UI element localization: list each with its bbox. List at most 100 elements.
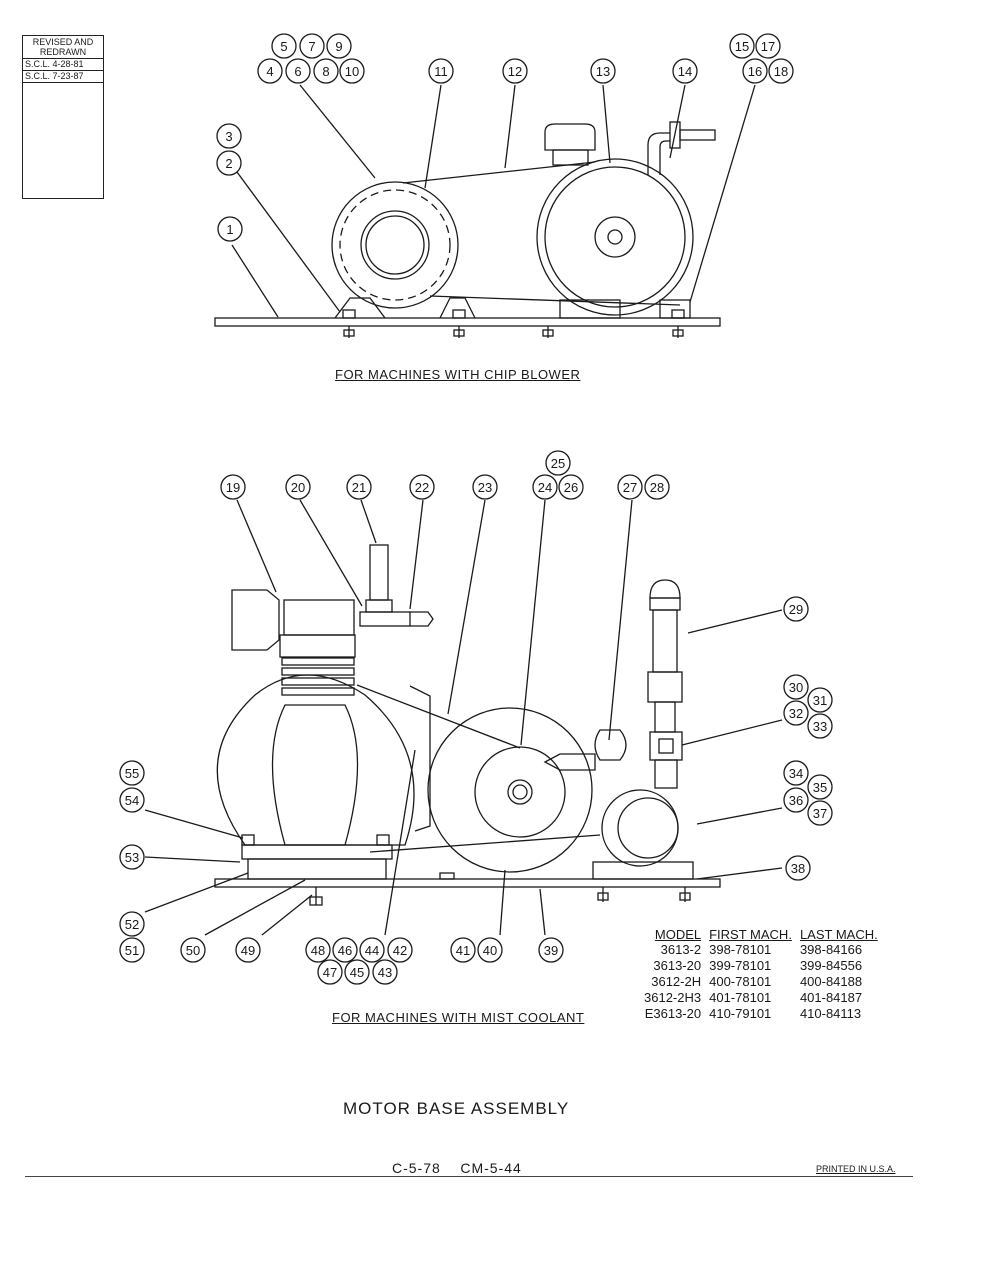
callout-circle <box>472 474 498 500</box>
callout-circle <box>450 937 476 963</box>
motor-foot-left <box>334 297 386 319</box>
callout-circle <box>742 58 768 84</box>
callout-circle <box>617 474 643 500</box>
callout-circle <box>257 58 283 84</box>
callout-balloon: 19 <box>220 474 246 500</box>
callout-number: 50 <box>186 943 200 958</box>
sight-valve <box>649 731 683 761</box>
fin <box>281 667 355 676</box>
callout-number: 20 <box>291 480 305 495</box>
model-cell: 3613-2 <box>660 942 702 957</box>
callout-circle <box>235 937 261 963</box>
callout-balloon: 25 <box>545 450 571 476</box>
belt-upper <box>356 684 521 749</box>
callout-balloon: 18 <box>768 58 794 84</box>
callout-balloon: 11 <box>428 58 454 84</box>
callout-circle <box>387 937 413 963</box>
callout-circle <box>644 474 670 500</box>
blower-cap <box>544 123 596 151</box>
callout-circle <box>346 474 372 500</box>
callout-balloon: 55 <box>119 760 145 786</box>
drawing-code: C-5-78 CM-5-44 <box>392 1160 522 1176</box>
callout-number: 8 <box>322 64 329 79</box>
bolt <box>439 872 455 880</box>
pump-shaft <box>512 784 528 800</box>
callout-number: 34 <box>789 766 803 781</box>
callout-number: 35 <box>813 780 827 795</box>
blower-neck <box>552 149 589 166</box>
callout-number: 55 <box>125 766 139 781</box>
compressor-head <box>279 634 356 658</box>
tube-neck <box>654 701 676 733</box>
callout-circle <box>119 937 145 963</box>
callout-circle <box>768 58 794 84</box>
tube-collar <box>649 597 681 611</box>
callout-circle <box>285 58 311 84</box>
first-mach-cell: 400-78101 <box>709 974 772 989</box>
callout-circle <box>807 800 833 826</box>
callout-balloon: 34 <box>783 760 809 786</box>
tube-cap <box>649 579 681 599</box>
callout-number: 31 <box>813 693 827 708</box>
callout-balloon: 42 <box>387 937 413 963</box>
callout-number: 39 <box>544 943 558 958</box>
callout-circle <box>216 123 242 149</box>
bolt <box>452 309 466 338</box>
callout-number: 19 <box>226 480 240 495</box>
pump-base <box>592 861 694 880</box>
callout-number: 47 <box>323 965 337 980</box>
bolt <box>376 834 390 846</box>
callout-balloon: 13 <box>590 58 616 84</box>
callout-balloon: 27 <box>617 474 643 500</box>
compressor-cap <box>283 599 355 636</box>
callout-number: 41 <box>456 943 470 958</box>
callout-balloon: 45 <box>344 959 370 985</box>
callout-circle <box>807 774 833 800</box>
belt-bottom <box>429 295 681 306</box>
callout-balloon: 17 <box>755 33 781 59</box>
pump-pulley <box>474 746 566 838</box>
callout-circle <box>538 937 564 963</box>
callout-number: 45 <box>350 965 364 980</box>
callout-circle <box>119 844 145 870</box>
callout-circle <box>428 58 454 84</box>
revision-box: REVISED AND REDRAWN S.C.L. 4-28-81 S.C.L… <box>22 35 104 199</box>
callout-balloon: 47 <box>317 959 343 985</box>
callout-circle <box>317 959 343 985</box>
motor-bracket <box>409 685 431 832</box>
callout-number: 14 <box>678 64 692 79</box>
revision-row: S.C.L. 7-23-87 <box>23 71 103 83</box>
bolt <box>309 887 323 906</box>
callout-circle <box>783 700 809 726</box>
callout-balloon: 48 <box>305 937 331 963</box>
bolt <box>679 887 691 902</box>
callout-balloon: 23 <box>472 474 498 500</box>
callout-balloon: 3 <box>216 123 242 149</box>
callout-circle <box>545 450 571 476</box>
callout-number: 38 <box>791 861 805 876</box>
callout-balloon: 32 <box>783 700 809 726</box>
last-mach-cell: 401-84187 <box>799 990 863 1005</box>
callout-circle <box>344 959 370 985</box>
callout-balloon: 43 <box>372 959 398 985</box>
callout-balloon: 37 <box>807 800 833 826</box>
base-plate-bottom <box>214 878 721 888</box>
callout-balloon: 16 <box>742 58 768 84</box>
callout-number: 36 <box>789 793 803 808</box>
bolt <box>342 309 356 338</box>
blower-base <box>559 299 621 319</box>
last-mach-cell: 400-84188 <box>799 974 863 989</box>
mount-frame <box>247 858 387 880</box>
callout-balloon: 33 <box>807 713 833 739</box>
bottom-view-drawing <box>144 499 783 936</box>
callout-balloon: 14 <box>672 58 698 84</box>
callout-balloon: 29 <box>783 596 809 622</box>
callout-circle <box>217 216 243 242</box>
callout-balloon: 36 <box>783 787 809 813</box>
callout-number: 54 <box>125 793 139 808</box>
fin <box>281 677 355 686</box>
